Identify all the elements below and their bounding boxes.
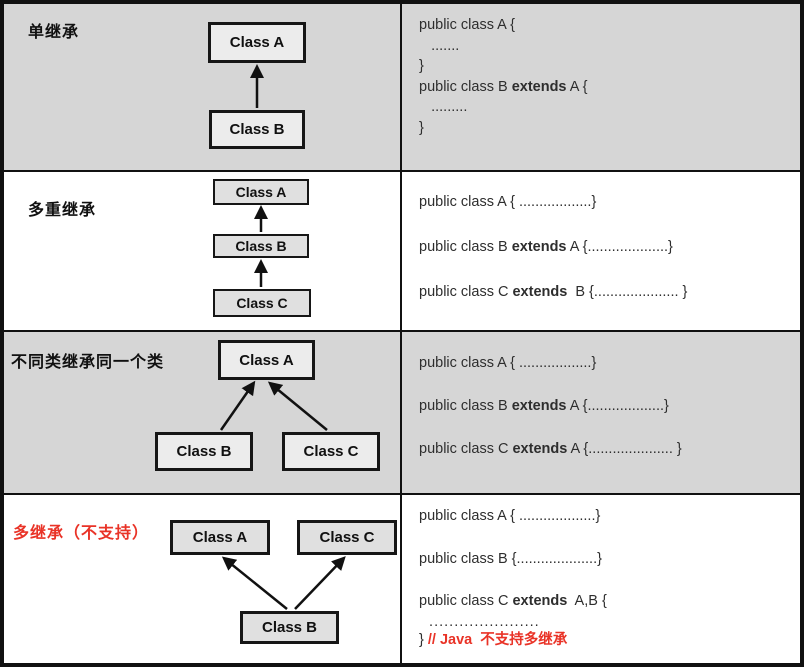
code-line: public class A { ..................} <box>419 355 597 371</box>
code-line: public class A { ...................} <box>419 508 601 524</box>
code-line: public class B extends A { <box>419 78 588 95</box>
code-line: public class B {....................} <box>419 551 602 567</box>
diagram-cell-hierarchical-inheritance: 不同类继承同一个类 Class A Class B Class C <box>4 332 402 493</box>
code-cell-multilevel-inheritance: public class A { ..................} pub… <box>402 172 800 330</box>
class-box-a: Class A <box>170 520 270 555</box>
java-unsupported-comment: // Java 不支持多继承 <box>427 632 568 648</box>
class-box-a: Class A <box>208 22 306 63</box>
code-line: public class B extends A {..............… <box>419 239 673 255</box>
code-block: public class A { ...................} pu… <box>419 507 800 649</box>
inheritance-arrows <box>221 556 346 610</box>
class-box-b: Class B <box>155 432 253 471</box>
row-single-inheritance: 单继承 Class A Class B public class A { ...… <box>4 4 800 172</box>
code-line: } <box>419 58 424 74</box>
class-box-c: Class C <box>297 520 397 555</box>
class-box-a: Class A <box>213 179 309 205</box>
class-box-b: Class B <box>213 234 309 258</box>
class-box-c: Class C <box>282 432 380 471</box>
row-label-multiple-inheritance: 多继承（不支持） <box>13 525 150 542</box>
code-cell-single-inheritance: public class A { ....... } public class … <box>402 4 800 170</box>
class-box-c: Class C <box>213 289 311 317</box>
code-block: public class A { ..................} pub… <box>419 172 800 302</box>
code-line: public class A { <box>419 17 515 33</box>
code-cell-hierarchical-inheritance: public class A { ..................} pub… <box>402 332 800 493</box>
code-line: public class C extends A {..............… <box>419 441 682 457</box>
diagram-cell-single-inheritance: 单继承 Class A Class B <box>4 4 402 170</box>
row-multilevel-inheritance: 多重继承 Class A Class B Class C public clas… <box>4 172 800 332</box>
class-box-b: Class B <box>240 611 339 644</box>
code-line: } <box>419 119 424 136</box>
code-line: public class B extends A {..............… <box>419 398 669 414</box>
row-label-hierarchical-inheritance: 不同类继承同一个类 <box>11 354 165 371</box>
class-box-a: Class A <box>218 340 315 380</box>
code-line: public class C extends A,B { <box>419 593 607 609</box>
code-line: ....... <box>419 37 460 54</box>
row-label-single-inheritance: 单继承 <box>28 24 80 41</box>
code-line: ......... <box>419 99 468 115</box>
code-line: ...................... <box>419 614 540 630</box>
inheritance-arrows <box>254 205 268 287</box>
diagram-cell-multiple-inheritance: 多继承（不支持） Class A Class C Class B <box>4 495 402 663</box>
code-line: public class C extends B {..............… <box>419 284 688 300</box>
inheritance-arrows <box>219 380 328 431</box>
code-block: public class A { ....... } public class … <box>419 4 800 138</box>
diagram-cell-multilevel-inheritance: 多重继承 Class A Class B Class C <box>4 172 402 330</box>
row-multiple-inheritance: 多继承（不支持） Class A Class C Class B public … <box>4 495 800 663</box>
row-hierarchical-inheritance: 不同类继承同一个类 Class A Class B Class C public… <box>4 332 800 495</box>
class-box-b: Class B <box>209 110 305 149</box>
row-label-multilevel-inheritance: 多重继承 <box>28 202 97 219</box>
code-line: } // Java 不支持多继承 <box>419 632 568 648</box>
code-cell-multiple-inheritance: public class A { ...................} pu… <box>402 495 800 663</box>
code-line: public class A { ..................} <box>419 194 597 210</box>
code-block: public class A { ..................} pub… <box>419 332 800 459</box>
inheritance-arrow <box>250 64 264 108</box>
